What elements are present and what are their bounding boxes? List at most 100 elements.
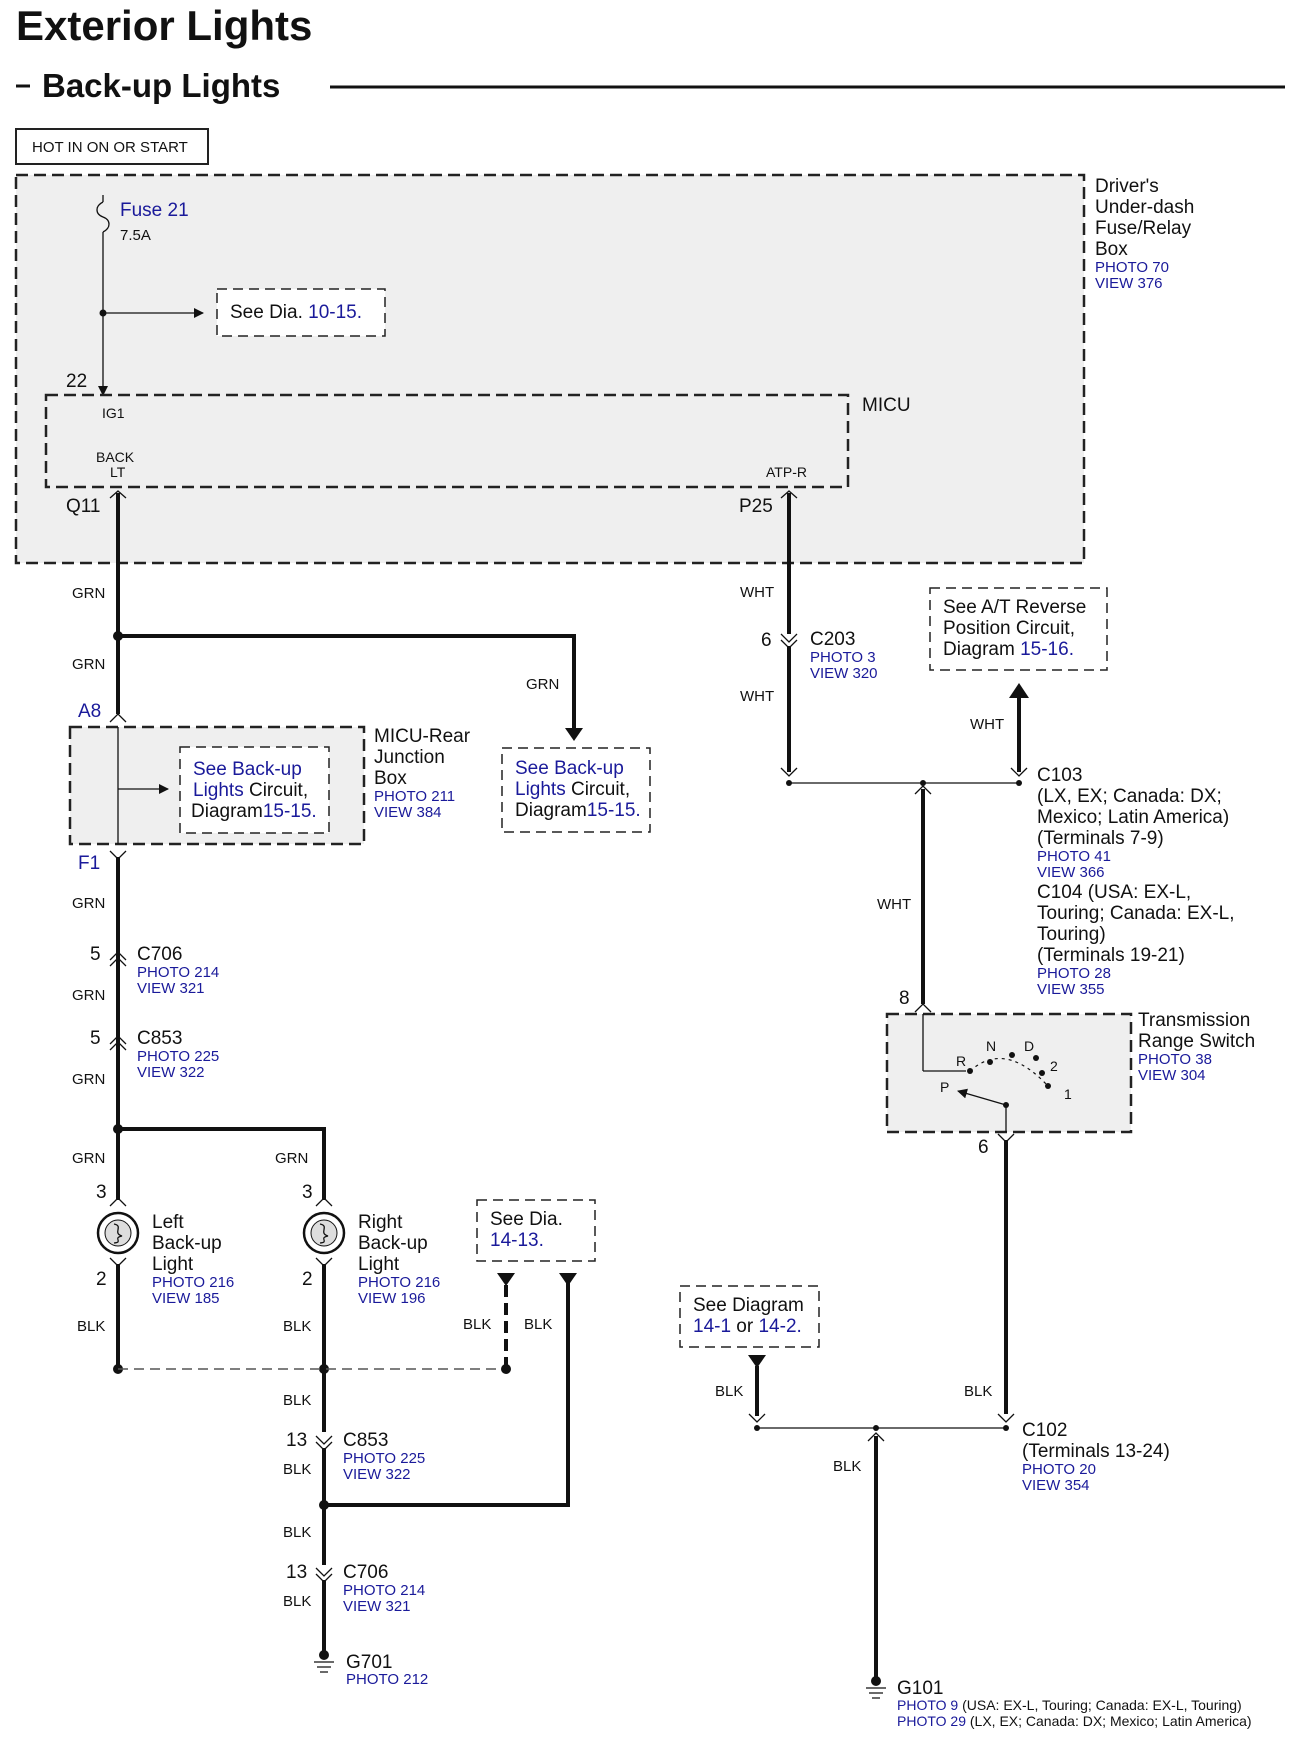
c706-top-view: VIEW 321 xyxy=(137,980,205,997)
micu-pin-q11: Q11 xyxy=(66,496,101,517)
c102-line-2: (Terminals 13-24) xyxy=(1022,1441,1170,1462)
right-light-pin-2: 2 xyxy=(302,1269,313,1290)
trans-wiper xyxy=(957,1088,1007,1106)
c104-line-3: Touring) xyxy=(1037,924,1106,945)
splice-c853-return xyxy=(319,1500,329,1510)
micu-pin-22: 22 xyxy=(66,371,87,392)
c853-top-name: C853 xyxy=(137,1028,182,1049)
junction-ref-l2[interactable]: Lights Circuit, xyxy=(193,780,308,801)
c706-top-photo: PHOTO 214 xyxy=(137,964,219,981)
at-reverse-l1[interactable]: See A/T Reverse xyxy=(943,597,1086,618)
c853-bot-symbol xyxy=(315,1435,333,1451)
page-subtitle: Back-up Lights xyxy=(42,67,280,104)
see-dia-10-15-box xyxy=(216,288,386,337)
wire-label-blk-2: BLK xyxy=(283,1318,311,1335)
g701-ground-icon xyxy=(314,1661,334,1673)
c706-bot-photo: PHOTO 214 xyxy=(343,1582,425,1599)
trans-photo: PHOTO 38 xyxy=(1138,1051,1212,1068)
c853-bot-pin: 13 xyxy=(286,1430,307,1451)
wire-label-blk-9: BLK xyxy=(964,1383,992,1400)
left-light-name-1: Left xyxy=(152,1212,184,1233)
trans-pos-2: 2 xyxy=(1050,1058,1058,1074)
connector-q11 xyxy=(109,490,127,499)
backup-ref2-l3[interactable]: Diagram15-15. xyxy=(515,800,641,821)
wire-label-blk-5: BLK xyxy=(283,1392,311,1409)
c104-line-1: C104 (USA: EX-L, xyxy=(1037,882,1191,903)
arrow-grn-branch xyxy=(565,728,583,741)
page-title: Exterior Lights xyxy=(16,2,312,49)
c203-symbol xyxy=(780,633,798,649)
c706-bot-name: C706 xyxy=(343,1562,388,1583)
c203-photo: PHOTO 3 xyxy=(810,649,876,666)
trans-name-2: Range Switch xyxy=(1138,1031,1255,1052)
g701-photo: PHOTO 212 xyxy=(346,1671,428,1688)
wire-label-blk-1: BLK xyxy=(77,1318,105,1335)
c203-pin: 6 xyxy=(761,630,772,651)
wire-label-blk-7: BLK xyxy=(283,1524,311,1541)
at-reverse-l3[interactable]: Diagram 15-16. xyxy=(943,639,1074,660)
c103-right-conn xyxy=(1010,767,1028,777)
backup-ref2-l1[interactable]: See Back-up xyxy=(515,758,624,779)
wire-label-grn-7: GRN xyxy=(275,1150,308,1167)
fuse-box-name-4: Box xyxy=(1095,239,1128,260)
c102-line-1: C102 xyxy=(1022,1420,1067,1441)
see-dia-14-1-l1[interactable]: See Diagram xyxy=(693,1295,804,1316)
g101-name: G101 xyxy=(897,1678,943,1699)
g101-photo-a: PHOTO 9 (USA: EX-L, Touring; Canada: EX-… xyxy=(897,1697,1242,1713)
trans-name-1: Transmission xyxy=(1138,1010,1250,1031)
trans-contact-2 xyxy=(1039,1070,1045,1076)
c102-bus-right xyxy=(1003,1425,1009,1431)
g701-name: G701 xyxy=(346,1652,392,1673)
junction-ref-l3[interactable]: Diagram15-15. xyxy=(191,801,317,822)
c104-line-2: Touring; Canada: EX-L, xyxy=(1037,903,1235,924)
left-light-pin-2: 2 xyxy=(96,1269,107,1290)
see-dia-14-13-l1[interactable]: See Dia. xyxy=(490,1209,563,1230)
junction-name-3: Box xyxy=(374,768,407,789)
wire-dia-14-13-return xyxy=(324,1282,570,1507)
c706-bot-pin: 13 xyxy=(286,1562,307,1583)
c102-bus-mid xyxy=(873,1425,879,1431)
junction-ref-l1[interactable]: See Back-up xyxy=(193,759,302,780)
wire-label-blk-8: BLK xyxy=(283,1593,311,1610)
g701-node xyxy=(319,1650,329,1660)
c203-name: C203 xyxy=(810,629,855,650)
c102-right-conn xyxy=(997,1413,1015,1423)
backup-ref2-l2[interactable]: Lights Circuit, xyxy=(515,779,630,800)
c103-view: VIEW 366 xyxy=(1037,864,1105,881)
trans-pin-6: 6 xyxy=(978,1137,989,1158)
trans-pos-r: R xyxy=(956,1053,966,1069)
junction-name-2: Junction xyxy=(374,747,445,768)
fuse-box-name-2: Under-dash xyxy=(1095,197,1194,218)
wire-label-grn-branch: GRN xyxy=(526,676,559,693)
wire-label-blk-3: BLK xyxy=(463,1316,491,1333)
wire-label-wht-1: WHT xyxy=(740,584,774,601)
c102-left-conn xyxy=(748,1413,766,1423)
trans-contact-1 xyxy=(1045,1083,1051,1089)
wire-label-wht-3: WHT xyxy=(970,716,1004,733)
trans-contact-d xyxy=(1033,1055,1039,1061)
c104-line-4: (Terminals 19-21) xyxy=(1037,945,1185,966)
micu-ig1: IG1 xyxy=(102,405,125,421)
right-light-name-3: Light xyxy=(358,1254,400,1275)
c103-photo: PHOTO 41 xyxy=(1037,848,1111,865)
see-dia-10-15[interactable]: See Dia. 10-15. xyxy=(230,302,362,323)
see-dia-14-13-l2[interactable]: 14-13. xyxy=(490,1230,544,1251)
c853-top-photo: PHOTO 225 xyxy=(137,1048,219,1065)
backup-ref-box-2 xyxy=(501,747,651,833)
right-light-name-2: Back-up xyxy=(358,1233,428,1254)
micu-atp-r: ATP-R xyxy=(766,464,807,480)
see-dia-14-1-box xyxy=(679,1285,820,1348)
c102-bus-left xyxy=(754,1425,760,1431)
wire-label-wht-4: WHT xyxy=(877,896,911,913)
junction-name-1: MICU-Rear xyxy=(374,726,471,747)
trans-pos-n: N xyxy=(986,1038,996,1054)
c203-view: VIEW 320 xyxy=(810,665,878,682)
arrow-dia-14-13-right xyxy=(559,1273,577,1286)
fuse-box-view: VIEW 376 xyxy=(1095,275,1163,292)
at-reverse-l2[interactable]: Position Circuit, xyxy=(943,618,1075,639)
c853-top-view: VIEW 322 xyxy=(137,1064,205,1081)
c706-bot-symbol xyxy=(315,1567,333,1583)
connector-a8 xyxy=(109,713,127,723)
left-light-filament xyxy=(113,1223,123,1244)
see-dia-14-1-l2[interactable]: 14-1 or 14-2. xyxy=(693,1316,802,1337)
